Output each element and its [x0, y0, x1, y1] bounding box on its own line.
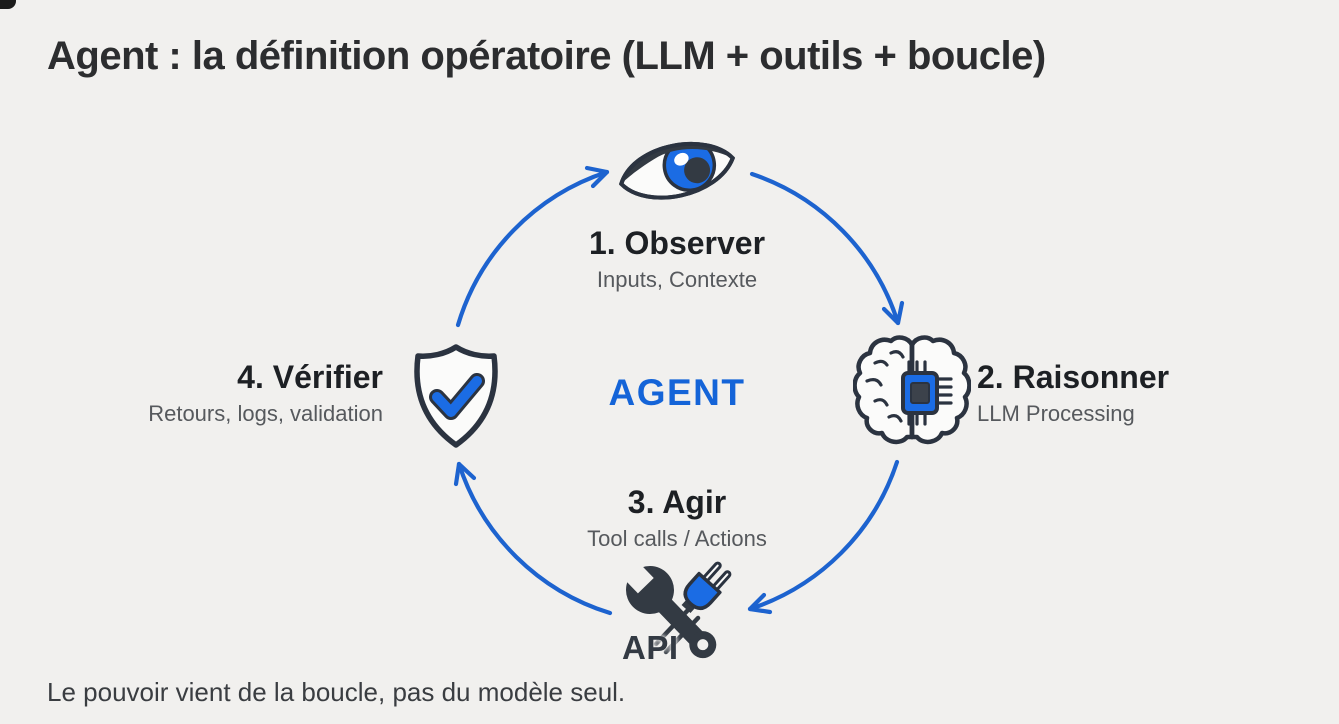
corner-artifact — [0, 0, 16, 9]
step-agir-title: 3. Agir — [627, 484, 727, 520]
step-verifier-subtitle: Retours, logs, validation — [148, 400, 383, 426]
step-observer-subtitle: Inputs, Contexte — [596, 266, 758, 292]
footer-note: Le pouvoir vient de la boucle, pas du mo… — [47, 677, 626, 707]
step-observer-title: 1. Observer — [588, 225, 766, 261]
step-verifier: 4. Vérifier Retours, logs, validation — [33, 359, 383, 426]
step-agir-subtitle: Tool calls / Actions — [587, 525, 767, 551]
step-observer: 1. Observer Inputs, Contexte — [427, 225, 927, 292]
eye-icon — [618, 138, 736, 200]
api-label: API — [622, 629, 679, 666]
agent-center-label: AGENT — [608, 372, 746, 413]
page-title: Agent : la définition opératoire (LLM + … — [47, 34, 1046, 78]
wrench-plug-icon — [614, 553, 732, 659]
step-raisonner-subtitle: LLM Processing — [977, 400, 1135, 426]
step-raisonner: 2. Raisonner LLM Processing — [977, 359, 1337, 426]
step-agir: 3. Agir Tool calls / Actions — [427, 484, 927, 551]
shield-check-icon — [414, 344, 498, 448]
step-raisonner-title: 2. Raisonner — [977, 359, 1170, 395]
brain-chip-icon — [853, 335, 971, 445]
step-verifier-title: 4. Vérifier — [237, 359, 383, 395]
